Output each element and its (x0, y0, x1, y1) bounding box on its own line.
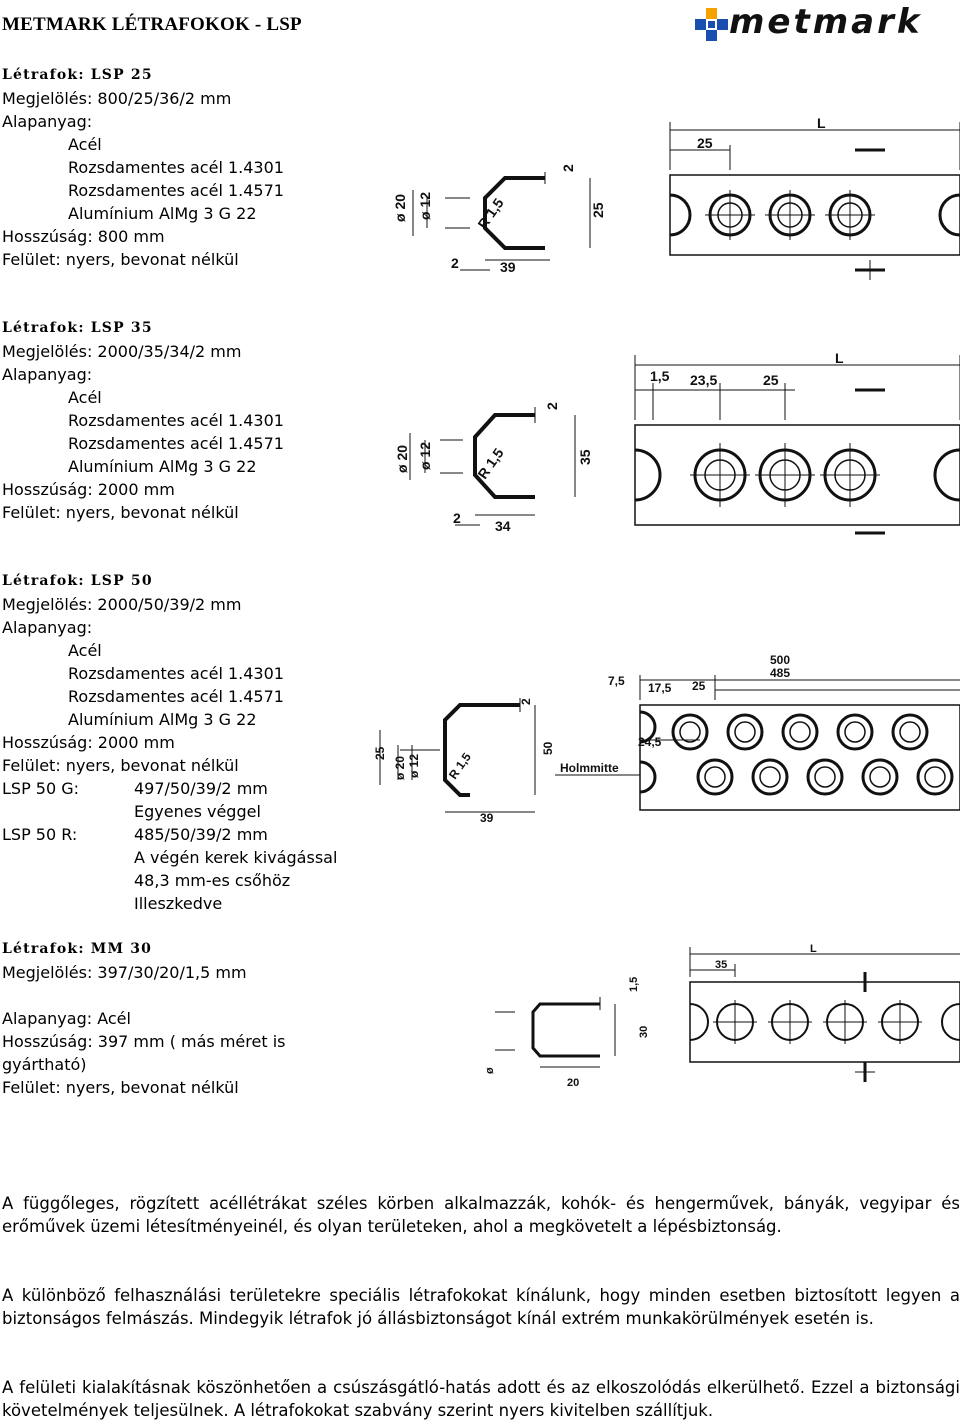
dim-thickness: 2 (544, 402, 560, 410)
dim-width: 39 (480, 811, 494, 825)
dim-base: 2 (451, 255, 459, 271)
dim-d12: ø 12 (417, 192, 433, 220)
material-item: Rozsdamentes acél 1.4301 (68, 158, 284, 177)
dim-height: 30 (638, 1026, 650, 1038)
variant-g: LSP 50 G: 497/50/39/2 mm Egyenes véggel (2, 777, 337, 823)
logo-text: metmark (729, 2, 923, 42)
product-lsp35: Létrafok: LSP 35 Megjelölés: 2000/35/34/… (2, 317, 284, 524)
product-header: Létrafok: LSP 50 (2, 573, 153, 589)
dim-d12: ø 12 (417, 442, 433, 470)
length: Hosszúság: 800 mm (2, 227, 165, 246)
dim-radius: R 1,5 (474, 195, 506, 232)
dim-length: L (810, 943, 817, 955)
variant-line: 485/50/39/2 mm (134, 825, 268, 844)
dim-first: 23,5 (690, 372, 717, 388)
material-item: Rozsdamentes acél 1.4571 (68, 181, 284, 200)
designation: Megjelölés: 2000/50/39/2 mm (2, 595, 242, 614)
metmark-logo: metmark (693, 2, 943, 46)
surface: Felület: nyers, bevonat nélkül (2, 503, 239, 522)
dim-width: 34 (495, 518, 511, 534)
page-title: METMARK LÉTRAFOKOK - LSP (2, 14, 302, 35)
material-item: Alumínium AlMg 3 G 22 (68, 204, 257, 223)
dim-485: 485 (770, 666, 790, 680)
dim-radius: R 1,5 (446, 750, 474, 782)
dim-thickness: 2 (560, 164, 576, 172)
designation: Megjelölés: 397/30/20/1,5 mm (2, 963, 247, 982)
dim-pitch: 25 (763, 372, 779, 388)
dim-height: 50 (541, 741, 555, 755)
dim-500: 500 (770, 653, 790, 667)
dim-width: 39 (500, 259, 516, 275)
hole-center-note: Holmmitte (560, 761, 619, 775)
paragraph-applications: A különböző felhasználási területekre sp… (2, 1286, 960, 1328)
dim-base: 2 (453, 510, 461, 526)
length: Hosszúság: 2000 mm (2, 733, 175, 752)
lsp25-drawing: ø 20 ø 12 R 1,5 2 25 39 2 25 L (392, 115, 960, 280)
surface: Felület: nyers, bevonat nélkül (2, 1078, 239, 1097)
dim-height: 25 (590, 202, 606, 218)
material-item: Acél (68, 135, 102, 154)
dim-offset: 24,5 (638, 735, 662, 749)
product-mm30: Létrafok: MM 30 Megjelölés: 397/30/20/1,… (2, 938, 285, 1099)
dim-d20: ø 20 (394, 445, 410, 473)
dim-length: L (835, 350, 844, 366)
dim-thickness: 2 (519, 698, 533, 705)
variant-line: Egyenes véggel (134, 802, 261, 821)
length-line: gyártható) (2, 1055, 87, 1074)
length-line: Hosszúság: 397 mm ( más méret is (2, 1032, 286, 1051)
dim-diameter: ø (484, 1067, 496, 1074)
variant-r: LSP 50 R: 485/50/39/2 mm A végén kerek k… (2, 823, 337, 915)
variant-line: 48,3 mm-es csőhöz (134, 871, 291, 890)
dim-edge: 1,5 (650, 368, 670, 384)
dim-d20: ø 20 (393, 756, 407, 780)
variant-key: LSP 50 G: (2, 779, 80, 798)
material-item: Rozsdamentes acél 1.4571 (68, 687, 284, 706)
product-header: Létrafok: LSP 25 (2, 67, 153, 83)
material-label: Alapanyag: (2, 112, 93, 131)
lsp35-drawing: ø 20 ø 12 R 1,5 2 35 34 2 1,5 23,5 25 L (394, 350, 960, 535)
paragraph-usage: A függőleges, rögzített acéllétrákat szé… (2, 1194, 960, 1236)
designation: Megjelölés: 800/25/36/2 mm (2, 89, 232, 108)
designation: Megjelölés: 2000/35/34/2 mm (2, 342, 242, 361)
material-item: Rozsdamentes acél 1.4301 (68, 411, 284, 430)
variant-line: Illeszkedve (134, 894, 223, 913)
dim-length: L (817, 115, 826, 131)
dim-pitch: 35 (715, 959, 727, 971)
dim-edge: 7,5 (608, 674, 625, 688)
material-item: Acél (68, 388, 102, 407)
product-header: Létrafok: MM 30 (2, 941, 153, 957)
material-item: Alumínium AlMg 3 G 22 (68, 457, 257, 476)
dim-d12: ø 12 (407, 754, 421, 778)
surface: Felület: nyers, bevonat nélkül (2, 756, 239, 775)
material-label: Alapanyag: (2, 365, 93, 384)
mm30-drawing: 1,5 30 20 ø 35 L (484, 943, 960, 1089)
material-item: Rozsdamentes acél 1.4571 (68, 434, 284, 453)
lsp50-drawing: 25 ø 20 ø 12 R 1,5 2 50 39 Holmmitte 500… (373, 653, 960, 825)
dim-h25: 25 (373, 746, 387, 760)
paragraph-surface: A felületi kialakításnak köszönhetően a … (2, 1378, 960, 1420)
material-item: Rozsdamentes acél 1.4301 (68, 664, 284, 683)
product-header: Létrafok: LSP 35 (2, 320, 153, 336)
dim-width: 20 (567, 1077, 579, 1089)
dim-d20: ø 20 (392, 194, 408, 222)
variant-line: 497/50/39/2 mm (134, 779, 268, 798)
dim-thickness: 1,5 (628, 977, 640, 992)
dim-pitch: 25 (697, 135, 713, 151)
product-lsp25: Létrafok: LSP 25 Megjelölés: 800/25/36/2… (2, 64, 284, 271)
length: Hosszúság: 2000 mm (2, 480, 175, 499)
dim-radius: R 1,5 (474, 445, 506, 482)
dim-first: 17,5 (648, 681, 672, 695)
logo-squares-icon (695, 8, 728, 41)
material-item: Acél (68, 641, 102, 660)
variant-line: A végén kerek kivágással (134, 848, 338, 867)
product-lsp50: Létrafok: LSP 50 Megjelölés: 2000/50/39/… (2, 570, 337, 915)
surface: Felület: nyers, bevonat nélkül (2, 250, 239, 269)
material-line: Alapanyag: Acél (2, 1009, 131, 1028)
material-label: Alapanyag: (2, 618, 93, 637)
dim-pitch: 25 (692, 679, 706, 693)
dim-height: 35 (577, 449, 593, 465)
material-item: Alumínium AlMg 3 G 22 (68, 710, 257, 729)
variant-key: LSP 50 R: (2, 825, 78, 844)
